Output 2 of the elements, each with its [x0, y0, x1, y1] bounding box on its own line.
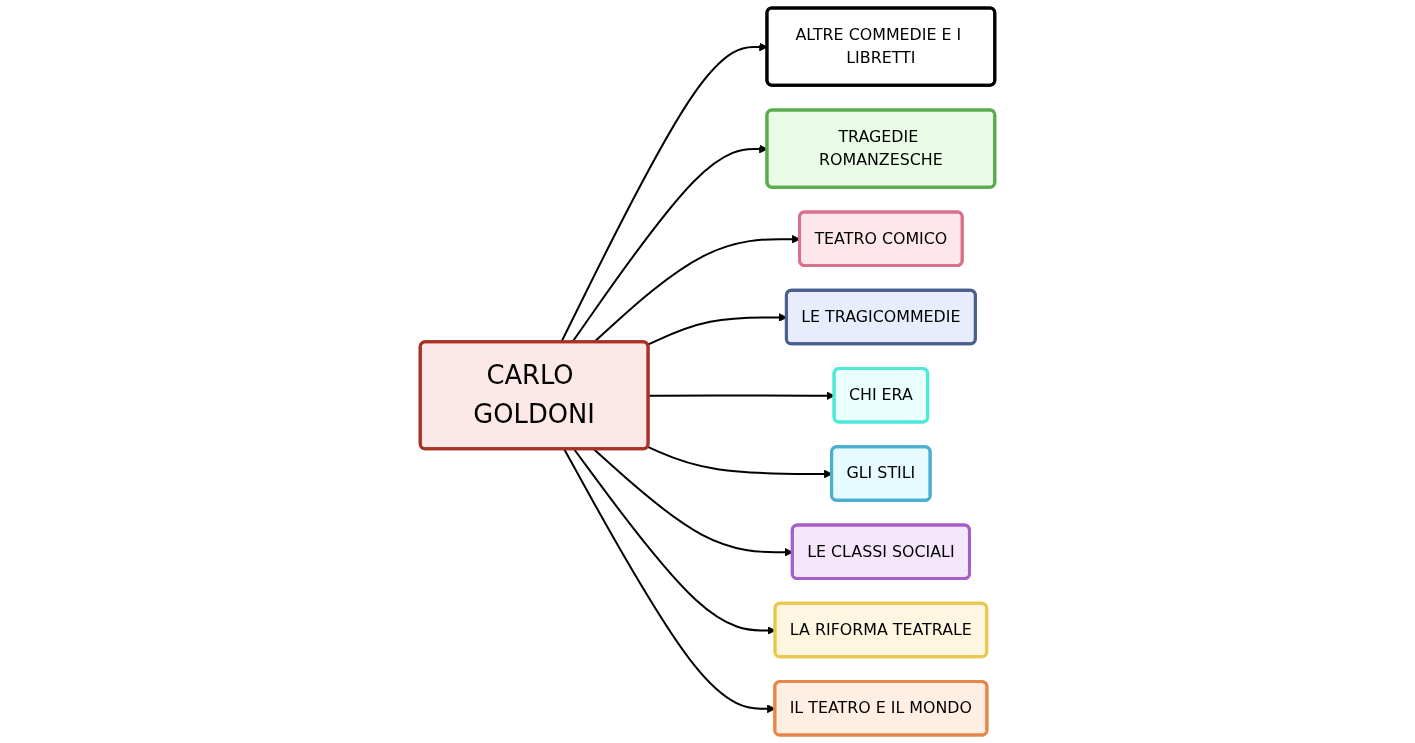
arrow: [573, 448, 776, 635]
arrow: [563, 448, 776, 714]
